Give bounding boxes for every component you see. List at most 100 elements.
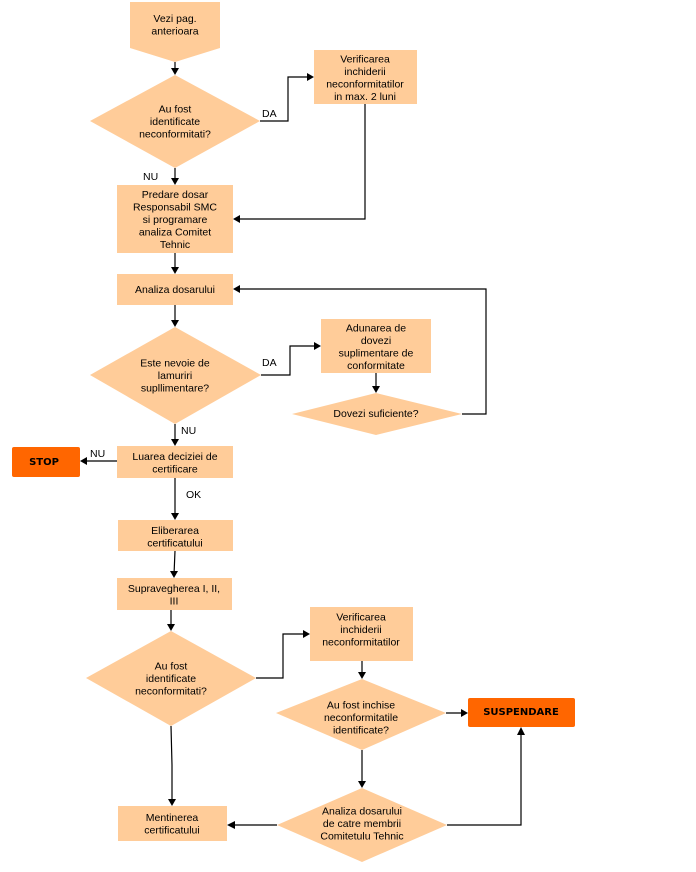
- node-label-line: Adunarea de: [346, 322, 406, 334]
- node-label: Vezi pag.anterioara: [151, 13, 198, 38]
- node-label-line: certificare: [152, 463, 198, 475]
- terminal-shape: [12, 447, 80, 477]
- node-label-line: Tehnic: [160, 239, 190, 251]
- node-stop[interactable]: STOP: [12, 447, 80, 477]
- node-label-line: Eliberarea: [151, 525, 199, 537]
- edge-label-q2-da: DA: [262, 357, 277, 369]
- node-label-line: analiza Comitet: [139, 227, 211, 239]
- process-shape: [118, 520, 233, 551]
- node-label-line: anterioara: [151, 25, 198, 37]
- edge-label-decizie-nu: NU: [90, 448, 105, 460]
- decision-shape: [276, 679, 446, 750]
- node-start[interactable]: Vezi pag.anterioara: [130, 2, 220, 62]
- edge-q1-verif1: [260, 76, 312, 122]
- edge-q3-verif2: [256, 633, 307, 679]
- node-label-line: Au fost: [159, 104, 192, 116]
- arrowhead: [171, 267, 179, 274]
- node-suspendare[interactable]: SUSPENDARE: [468, 698, 575, 727]
- arrowhead: [314, 342, 321, 350]
- arrowhead: [307, 73, 314, 81]
- arrowhead: [227, 821, 235, 829]
- node-label-line: III: [170, 595, 179, 607]
- node-label-line: SUSPENDARE: [483, 707, 559, 718]
- arrowhead: [170, 571, 178, 578]
- node-label: SUSPENDARE: [483, 707, 559, 718]
- edge-dovezi-analiza: [236, 288, 487, 415]
- node-label-line: conformitate: [347, 360, 405, 372]
- node-label-line: Comitetulu Tehnic: [320, 831, 403, 843]
- arrowhead: [461, 709, 468, 717]
- arrowhead: [80, 457, 87, 465]
- process-shape: [117, 446, 233, 478]
- edge-q3-mentinere: [170, 725, 173, 803]
- off-page-connector-shape: [130, 2, 220, 62]
- node-label-line: Verificarea: [336, 612, 386, 624]
- node-label: STOP: [29, 457, 59, 468]
- node-label-line: neconformitati?: [135, 686, 207, 698]
- node-label-line: inchiderii: [340, 624, 381, 636]
- node-label-line: identificate: [146, 673, 196, 685]
- node-label: Supravegherea I, II,III: [128, 583, 220, 608]
- node-label-line: Au fost inchise: [327, 700, 395, 712]
- node-label-line: Predare dosar: [142, 189, 209, 201]
- arrowhead: [233, 215, 240, 223]
- arrowhead: [303, 630, 310, 638]
- edge-label-decizie-ok: OK: [186, 489, 201, 501]
- node-label-line: inchiderii: [344, 66, 385, 78]
- edge-label-q1-nu: NU: [143, 171, 158, 183]
- process-shape: [117, 578, 232, 610]
- node-label: Analiza dosarului: [135, 284, 215, 296]
- edge-verif1-predare: [236, 104, 366, 220]
- arrowhead: [171, 513, 179, 520]
- edge-q2-adunare: [261, 345, 318, 376]
- node-label-line: identificate?: [333, 725, 389, 737]
- arrowhead: [171, 320, 179, 327]
- node-label-line: certificatului: [147, 537, 202, 549]
- node-label-line: neconformitatilor: [326, 78, 404, 90]
- arrowhead: [372, 386, 380, 393]
- node-label-line: Mentinerea: [146, 812, 199, 824]
- node-label-line: dovezi: [361, 335, 391, 347]
- node-label-line: suplimentare de: [339, 347, 414, 359]
- node-supraveghere[interactable]: Supravegherea I, II,III: [117, 578, 232, 610]
- terminal-shape: [468, 698, 575, 727]
- decision-shape: [86, 631, 256, 726]
- edge-label-q2-nu: NU: [181, 425, 196, 437]
- arrowhead: [171, 68, 179, 75]
- node-label-line: identificate: [150, 116, 200, 128]
- node-label-line: si programare: [143, 214, 208, 226]
- arrowhead: [358, 672, 366, 679]
- process-shape: [117, 274, 233, 305]
- node-analiza[interactable]: Analiza dosarului: [117, 274, 233, 305]
- edges: [80, 62, 525, 829]
- arrowhead: [233, 285, 240, 293]
- arrowhead: [167, 624, 175, 631]
- process-shape: [118, 806, 227, 841]
- node-dovezi[interactable]: Dovezi suficiente?: [292, 393, 462, 435]
- node-label-line: Vezi pag.: [153, 13, 196, 25]
- edge-label-q1-da: DA: [262, 108, 277, 120]
- node-label-line: supllimentare?: [141, 383, 209, 395]
- decision-shape: [90, 75, 260, 168]
- arrowhead: [171, 178, 179, 185]
